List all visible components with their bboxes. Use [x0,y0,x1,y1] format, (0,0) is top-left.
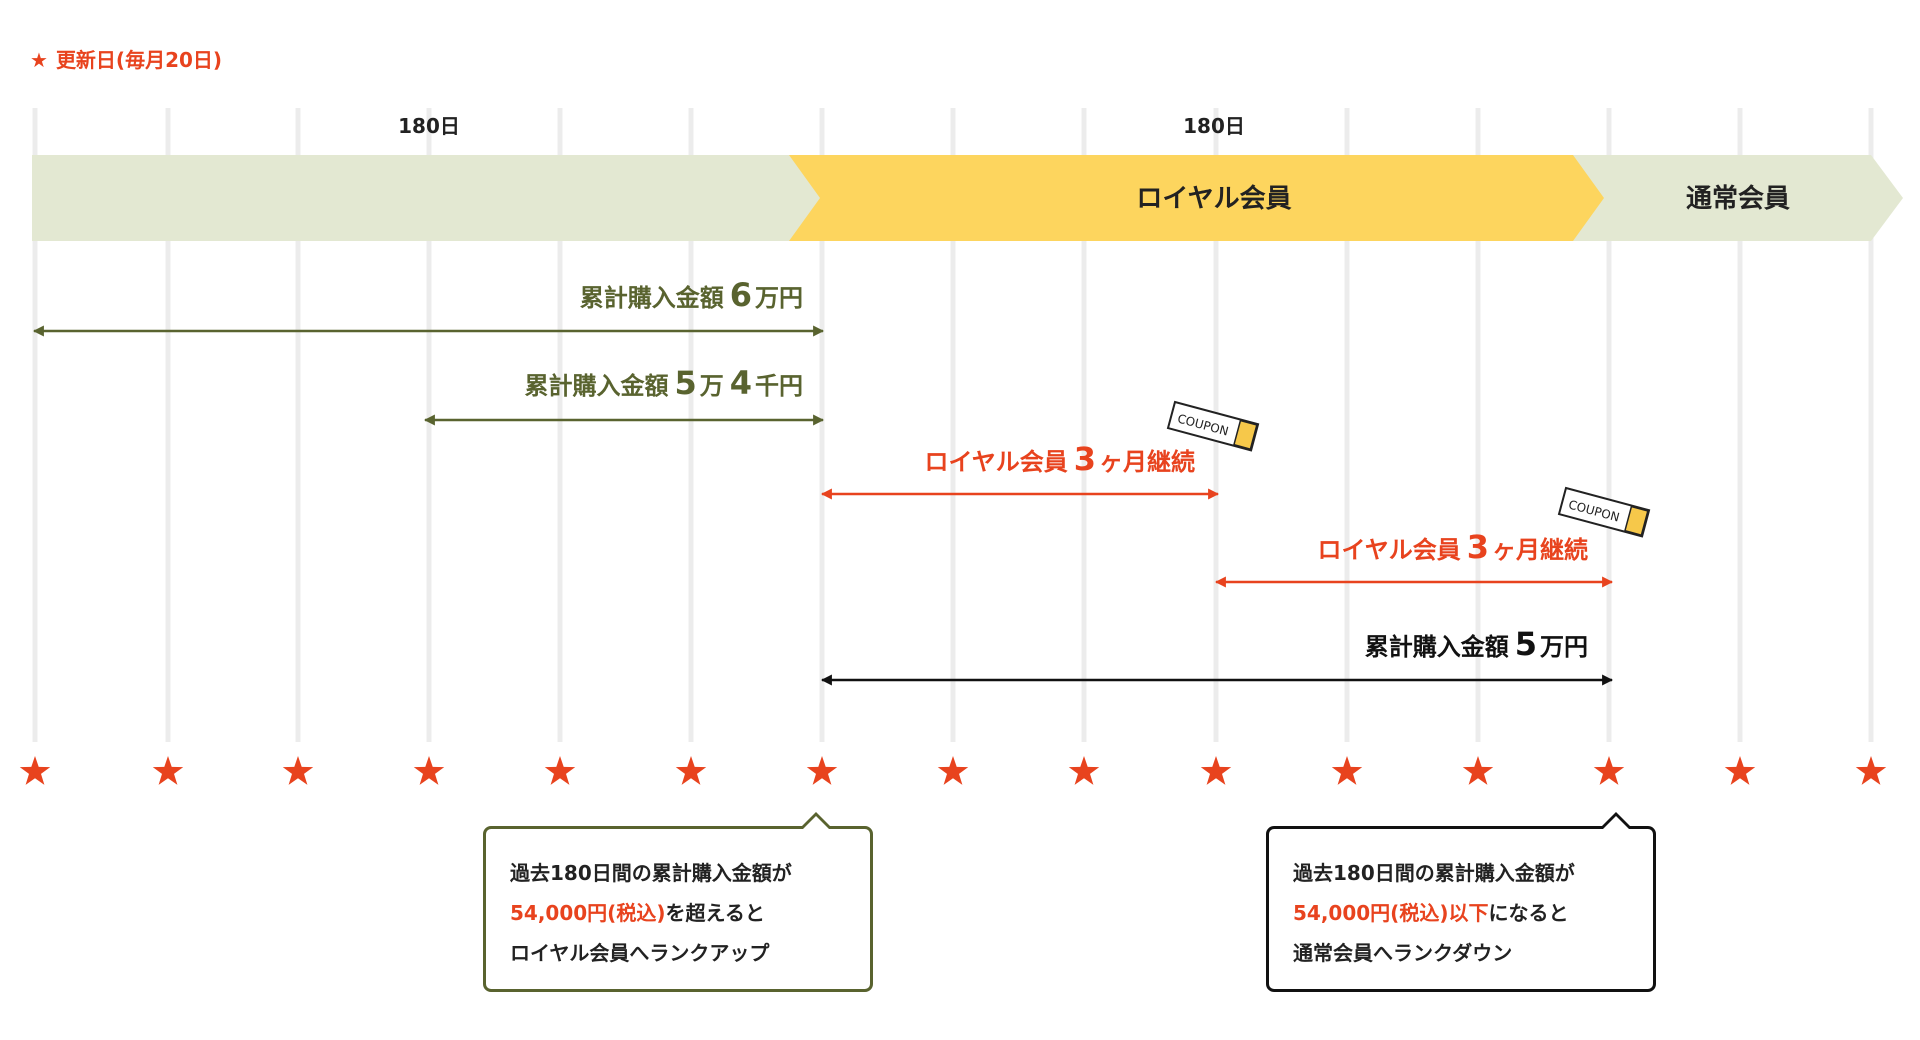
update-day-star-icon [1724,756,1756,785]
coupon-icon: COUPON [1557,486,1651,538]
period-label-1: 180日 [398,114,460,138]
band-normal-label: 通常会員 [1686,184,1790,214]
period-label-2: 180日 [1183,114,1245,138]
update-day-star-icon [152,756,184,785]
update-day-star-icon [1200,756,1232,785]
legend-label: 更新日(毎月20日) [55,48,223,72]
callout-rank-down: 過去180日間の累計購入金額が 54,000円(税込)以下になると 通常会員へラ… [1266,812,1656,992]
callout-line: 54,000円(税込)を超えると [510,901,765,925]
band-royal [789,155,1604,241]
band-royal-label: ロイヤル会員 [1136,184,1291,214]
update-day-star-icon [544,756,576,785]
callout-highlight: 54,000円(税込)以下 [1293,901,1489,925]
update-day-star-icon [806,756,838,785]
update-day-star-icon [282,756,314,785]
update-day-star-icon [675,756,707,785]
update-day-legend: ★ 更新日(毎月20日) [30,44,222,73]
update-day-star-icon [1593,756,1625,785]
callout-line: 過去180日間の累計購入金額が [510,861,792,885]
update-day-star-icon [1331,756,1363,785]
callout-line: 過去180日間の累計購入金額が [1293,861,1575,885]
update-day-star-icon [1462,756,1494,785]
callout-line: 54,000円(税込)以下になると [1293,901,1569,925]
callout-highlight: 54,000円(税込) [510,901,666,925]
callout-line: 通常会員へランクダウン [1293,941,1513,965]
callout-rank-up: 過去180日間の累計購入金額が 54,000円(税込)を超えると ロイヤル会員へ… [483,812,873,992]
update-day-star-icon [413,756,445,785]
update-day-star-icon [937,756,969,785]
update-day-star-icon [1068,756,1100,785]
update-day-star-icon [19,756,51,785]
star-icon: ★ [30,48,48,72]
update-day-star-icon [1855,756,1887,785]
coupon-icon: COUPON [1166,400,1260,452]
callout-line: ロイヤル会員へランクアップ [510,941,770,965]
